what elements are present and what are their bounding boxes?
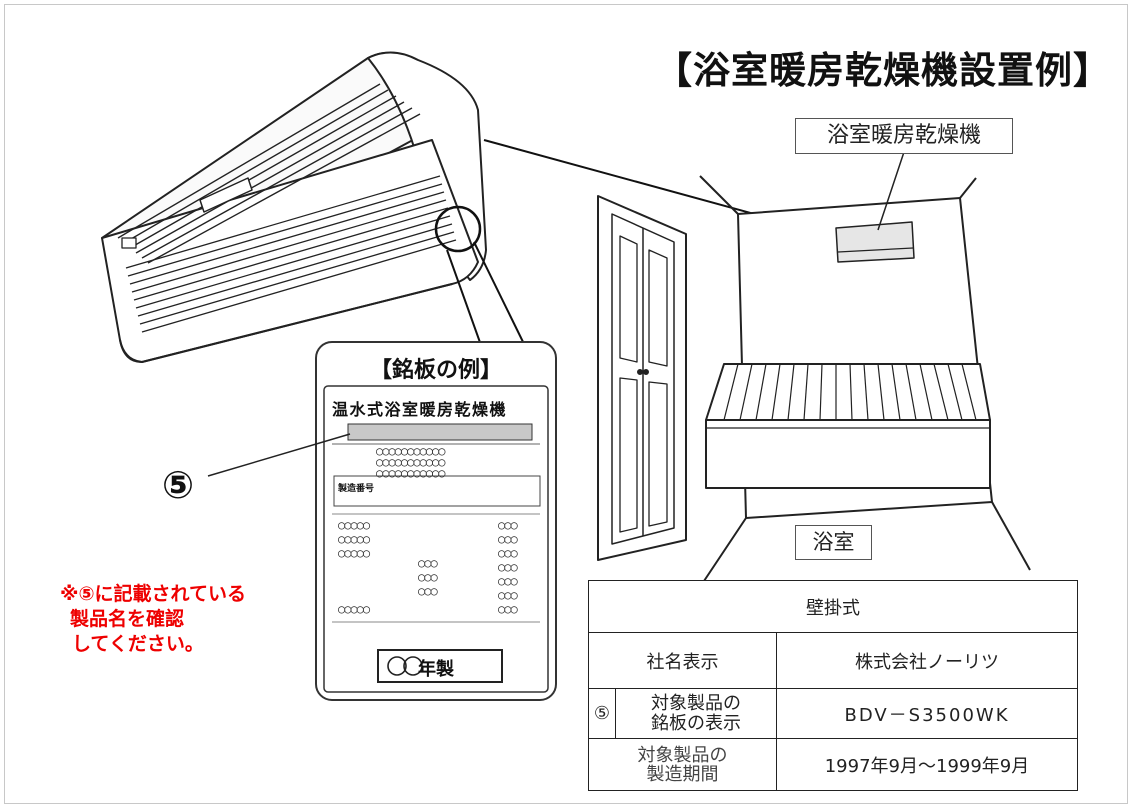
nameplate-title: 【銘板の例】 [369,358,502,383]
placeholder-rings: ○○○○○○○○○ [418,556,438,598]
nameplate-value: BDV－S3500WK [776,688,1078,739]
nameplate-label: 対象製品の 銘板の表示 [615,688,777,739]
page-frame [4,4,1128,804]
unit-label: 浴室暖房乾燥機 [795,118,1013,154]
note-line: ※⑤に記載されている [60,583,246,605]
row-marker: ⑤ [588,688,616,739]
placeholder-rings: ○○○○○○○○○○○○○○○ [338,518,370,560]
callout-marker: ⑤ [162,463,195,507]
company-value: 株式会社ノーリツ [776,632,1078,689]
placeholder-rings: ○○○○○○○○○○○○○○○○○○○○○○○○○○○○○○○○○ [376,444,445,480]
nameplate-label-line: 銘板の表示 [651,712,741,734]
room-label: 浴室 [795,525,872,560]
nameplate-panel [315,341,557,701]
magnify-lines [446,241,527,349]
note-text: ※⑤に記載されている 製品名を確認 してください。 [60,582,246,657]
page-title: 【浴室暖房乾燥機設置例】 [655,49,1111,92]
callout-line [207,433,351,477]
table-header: 壁掛式 [588,580,1078,633]
note-line: してください。 [72,633,204,655]
period-label-line: 製造期間 [646,763,719,785]
heater-unit-illustration [101,51,487,363]
placeholder-rings: ○○○○○○○○○○○○○○○○○○○○○ [498,518,518,616]
note-line: 製品名を確認 [70,608,185,630]
period-label-line: 対象製品の [637,744,728,766]
nameplate-year: 年製 [418,659,454,680]
product-info-table: 壁掛式 社名表示 株式会社ノーリツ ⑤ 対象製品の 銘板の表示 BDV－S350… [588,580,1078,791]
placeholder-rings: ○○○○○ [338,602,370,616]
bathroom-illustration [597,151,1031,609]
nameplate-serial-label: 製造番号 [338,484,375,494]
company-label: 社名表示 [588,632,777,689]
period-label: 対象製品の 製造期間 [588,738,777,791]
nameplate-heading: 温水式浴室暖房乾燥機 [332,400,508,419]
nameplate-label-line: 対象製品の [651,692,741,714]
period-value: 1997年9月～1999年9月 [776,738,1078,791]
